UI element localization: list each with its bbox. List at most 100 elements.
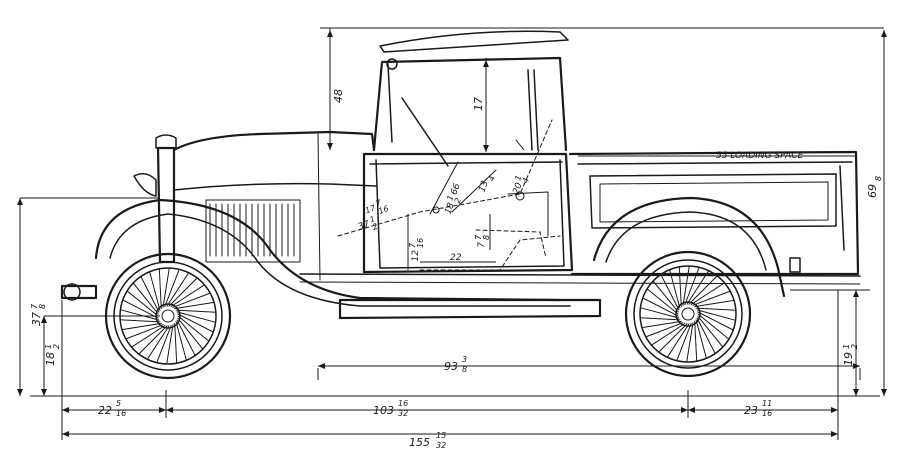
svg-text:16: 16 [398, 399, 408, 408]
svg-text:15: 15 [436, 431, 446, 440]
spoke [126, 290, 159, 317]
spoke [119, 309, 160, 321]
spoke [652, 280, 679, 313]
spoke [177, 317, 204, 350]
svg-text:4: 4 [487, 175, 497, 183]
svg-text:1: 1 [44, 344, 53, 349]
hood-louvers [205, 199, 301, 263]
spoke [676, 323, 692, 362]
spoke [694, 299, 735, 308]
spoke [658, 323, 688, 353]
spoke [162, 267, 170, 308]
spoke [697, 311, 734, 331]
spoke [646, 288, 679, 315]
spoke [166, 324, 174, 365]
svg-text:7: 7 [30, 303, 39, 309]
spoke [168, 277, 198, 307]
svg-text:7: 7 [474, 234, 483, 240]
spoke [172, 292, 211, 308]
spoke [696, 317, 716, 355]
headlamp-height-label: 37 7 8 [30, 303, 47, 326]
spoke [666, 323, 690, 358]
truck-body-outline [60, 30, 861, 320]
spoke [174, 322, 178, 364]
svg-text:1: 1 [513, 174, 523, 182]
driver-reach-label: 66 [449, 182, 462, 196]
svg-text:8: 8 [482, 235, 491, 240]
svg-text:66: 66 [449, 182, 462, 196]
cab-height-label: 48 [332, 89, 345, 103]
spoke [684, 266, 700, 305]
spoke [678, 266, 682, 308]
rear-wheel [624, 250, 752, 378]
svg-text:16: 16 [116, 409, 126, 418]
spoke [641, 320, 682, 329]
spoke [119, 319, 161, 323]
spoke [645, 322, 684, 338]
svg-text:5: 5 [116, 399, 121, 408]
svg-text:23: 23 [744, 404, 758, 417]
spoke [158, 268, 162, 310]
svg-text:13: 13 [478, 179, 491, 193]
spoke [642, 297, 679, 317]
spoke [140, 275, 160, 313]
spoke [682, 265, 690, 306]
spoke [177, 313, 214, 333]
svg-text:22: 22 [98, 404, 112, 417]
front-overhang-label: 22 5 16 [98, 399, 126, 418]
spoke [131, 325, 166, 348]
spoke [174, 301, 215, 310]
spoke [121, 322, 162, 331]
seat-height-label: 12 7 16 [408, 238, 425, 262]
dimension-arrows [17, 30, 887, 437]
svg-text:8: 8 [38, 304, 47, 309]
svg-text:1: 1 [368, 214, 376, 224]
svg-text:20: 20 [512, 181, 525, 195]
svg-text:11: 11 [762, 399, 772, 408]
svg-text:4: 4 [521, 177, 531, 185]
svg-text:17: 17 [364, 203, 377, 215]
svg-text:7: 7 [374, 198, 383, 209]
seat-depth-label: 7 7 8 [474, 234, 491, 248]
svg-text:16: 16 [377, 204, 390, 216]
spoke [697, 315, 724, 348]
svg-text:2: 2 [850, 344, 859, 349]
spoke [695, 307, 737, 311]
steering-small-label: 17 7 16 [364, 198, 390, 216]
spoke [125, 324, 164, 340]
svg-text:37: 37 [30, 312, 43, 326]
spoke [176, 311, 217, 323]
diagonal-b-label: 20 1 4 [512, 174, 531, 196]
spoke [697, 313, 730, 340]
svg-text:32: 32 [436, 441, 446, 450]
overall-height-label: 69 8 [866, 176, 883, 198]
spoke [132, 282, 159, 315]
dimension-lines [19, 27, 885, 440]
floor-length-label: 22 [450, 253, 462, 263]
spoke [639, 317, 681, 321]
svg-text:48: 48 [332, 89, 345, 103]
wheel-spokes [119, 265, 737, 365]
loading-space-label: 55 LOADING SPACE [716, 151, 804, 161]
svg-text:37: 37 [357, 219, 371, 232]
svg-text:7: 7 [408, 242, 417, 248]
spoke [696, 309, 737, 321]
svg-text:18: 18 [44, 352, 57, 366]
svg-text:8: 8 [462, 365, 467, 374]
spoke [146, 325, 170, 360]
svg-text:2: 2 [52, 344, 61, 349]
spoke [164, 268, 180, 307]
svg-text:18: 18 [444, 201, 457, 215]
svg-text:32: 32 [398, 409, 408, 418]
front-axle-height-label: 18 1 2 [44, 344, 61, 366]
spoke [175, 321, 187, 361]
svg-text:19: 19 [842, 352, 855, 366]
spoke [690, 282, 725, 305]
roof-to-seat-label: 17 [472, 97, 485, 111]
spoke [694, 320, 698, 362]
svg-text:7: 7 [477, 242, 487, 248]
svg-text:1: 1 [842, 344, 851, 349]
spoke [695, 319, 707, 359]
wheelbase-label: 103 16 32 [373, 399, 408, 418]
